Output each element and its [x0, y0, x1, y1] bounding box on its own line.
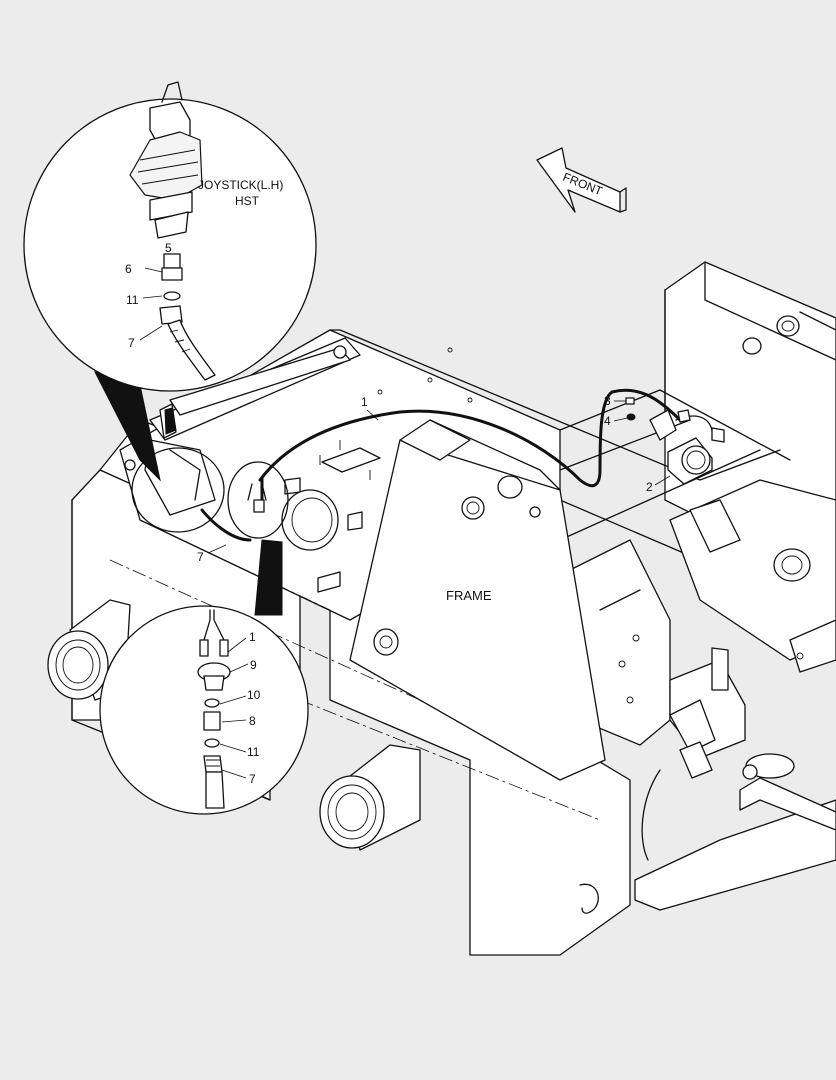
frame-label: FRAME	[446, 588, 492, 603]
lift-hook	[579, 883, 599, 914]
frame-plate: FRAME	[349, 419, 606, 781]
callout-t11: 11	[126, 293, 139, 307]
callout-b9: 9	[250, 658, 257, 672]
main-callouts: 1 2 3 4 7	[197, 394, 671, 564]
joystick-label-line1: JOYSTICK(L.H)	[198, 178, 283, 192]
callout-b11: 11	[247, 745, 260, 759]
detail-marker-joystick	[131, 447, 225, 533]
joystick-on-frame	[144, 403, 216, 516]
harness-cable	[200, 388, 682, 542]
callout-b1: 1	[249, 630, 256, 644]
reverse-buzzer	[649, 409, 725, 485]
callout-t6: 6	[125, 262, 132, 276]
callout-7: 7	[197, 550, 204, 564]
callout-1: 1	[361, 395, 368, 409]
callout-b10: 10	[247, 688, 261, 702]
sensor-zoom: 1 9 10 8 11 7	[99, 605, 309, 815]
detail-marker-sensor	[227, 461, 289, 539]
callout-t5: 5	[165, 241, 172, 255]
callout-4: 4	[604, 414, 611, 428]
zoom-connector-bottom	[254, 539, 283, 616]
callout-2: 2	[646, 480, 653, 494]
callout-t7: 7	[128, 336, 135, 350]
joystick-label-line2: HST	[235, 194, 260, 208]
axle-boss-center	[319, 744, 421, 851]
callout-3: 3	[604, 394, 611, 408]
front-direction-arrow: FRONT	[536, 147, 627, 213]
joystick-zoom: JOYSTICK(L.H) HST 5 6 11 7	[23, 81, 317, 392]
callout-b8: 8	[249, 714, 256, 728]
callout-b7: 7	[249, 772, 256, 786]
bolt-3-4	[625, 397, 636, 421]
